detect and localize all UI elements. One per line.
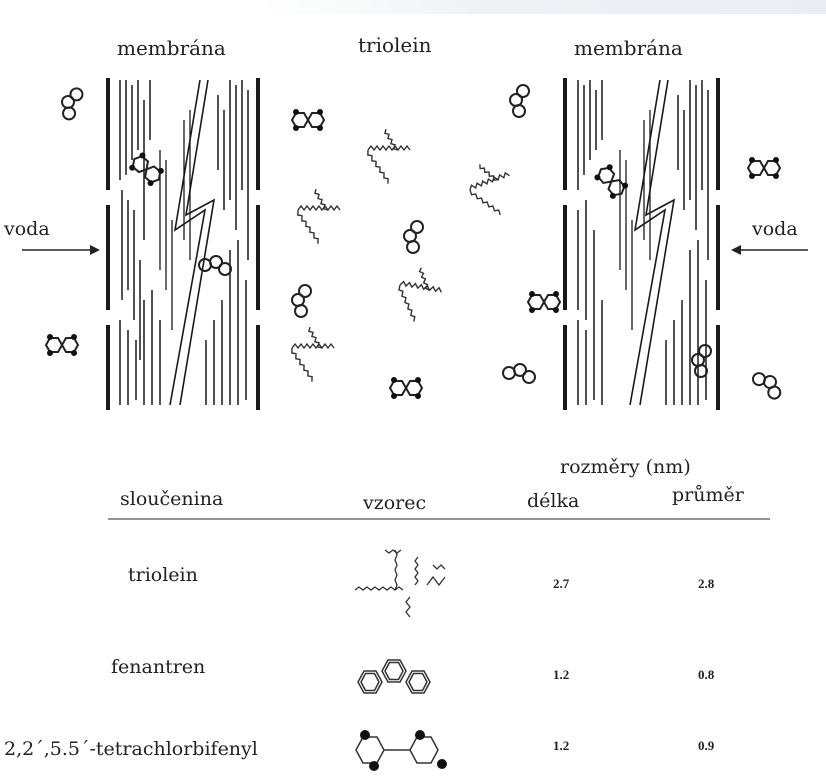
water-label-left: voda [4,218,50,240]
table-row-name: fenantren [111,656,205,678]
molecule-triolein [392,264,445,325]
dimensions-group-header: rozměry (nm) [560,456,691,478]
tetrachlorobiphenyl-structure-icon [356,730,447,771]
table-row-name: 2,2´,5.5´-tetrachlorbifenyl [4,738,258,760]
table-row-name: triolein [128,564,198,586]
column-header-compound: sloučenina [120,488,223,510]
right-membrane [565,78,718,410]
table-row-length: 1.2 [553,667,569,683]
molecule-phenanthrene [503,364,535,383]
molecule-triolein [366,129,410,183]
molecule-triolein [461,156,521,222]
molecule-phenanthrene [292,285,311,317]
molecule-biphenyl [528,291,560,313]
molecule-triolein [290,327,334,381]
molecule-phenanthrene [749,368,786,400]
table-row-diameter: 2.8 [698,576,714,592]
triolein-label: triolein [358,33,432,57]
column-header-formula: vzorec [363,492,426,514]
molecule-biphenyl [292,109,324,131]
water-label-right: voda [752,218,798,240]
membrane-label-left: membrána [117,36,226,60]
membrane-label-right: membrána [574,36,683,60]
table-row-length: 1.2 [553,738,569,754]
water-arrow-right [731,245,808,255]
table-row-diameter: 0.8 [698,667,714,683]
column-header-length: délka [527,490,579,512]
molecule-phenanthrene [59,86,83,121]
molecule-biphenyl [748,157,780,179]
molecule-triolein [296,189,340,243]
water-arrow-left [22,245,100,255]
left-membrane [108,78,258,410]
phenanthrene-structure-icon [358,660,430,693]
molecule-biphenyl [46,334,78,356]
table-row-length: 2.7 [553,576,569,592]
molecule-biphenyl [390,377,422,399]
molecule-phenanthrene [404,221,423,253]
molecule-biphenyl [593,162,630,201]
molecule-phenanthrene [692,345,711,377]
column-header-diameter: průměr [672,484,744,506]
molecule-phenanthrene [510,85,529,117]
table-row-diameter: 0.9 [698,738,714,754]
triolein-structure-icon [355,550,445,617]
